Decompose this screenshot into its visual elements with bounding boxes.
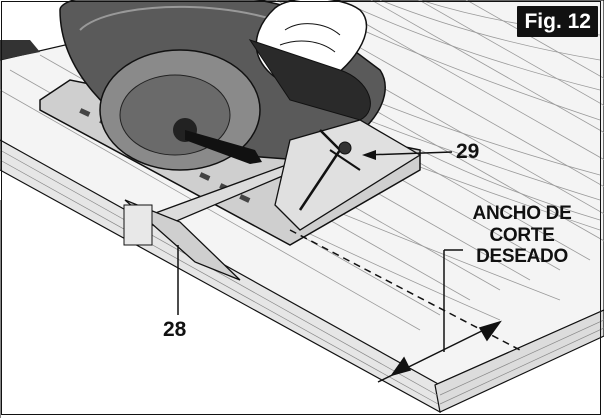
saw-handle <box>248 39 371 121</box>
rip-fence-guide <box>124 199 241 281</box>
depth-lever <box>185 130 262 164</box>
leader-29 <box>364 151 453 156</box>
bevel-bracket <box>274 119 422 231</box>
cut-width-label-line2: CORTE <box>489 224 555 246</box>
callout-29: 29 <box>456 140 480 163</box>
board-shadow <box>0 40 40 60</box>
edge-grain <box>0 149 604 405</box>
cut-width-dimension <box>377 249 502 383</box>
fence-edge-block <box>123 204 153 246</box>
callout-28: 28 <box>163 318 187 341</box>
cut-width-label: ANCHO DE CORTE DESEADO <box>452 203 592 268</box>
cut-width-label-line3: DESEADO <box>476 246 568 268</box>
cut-width-label-line1: ANCHO DE <box>472 203 572 224</box>
figure-label: Fig. 12 <box>517 6 598 37</box>
